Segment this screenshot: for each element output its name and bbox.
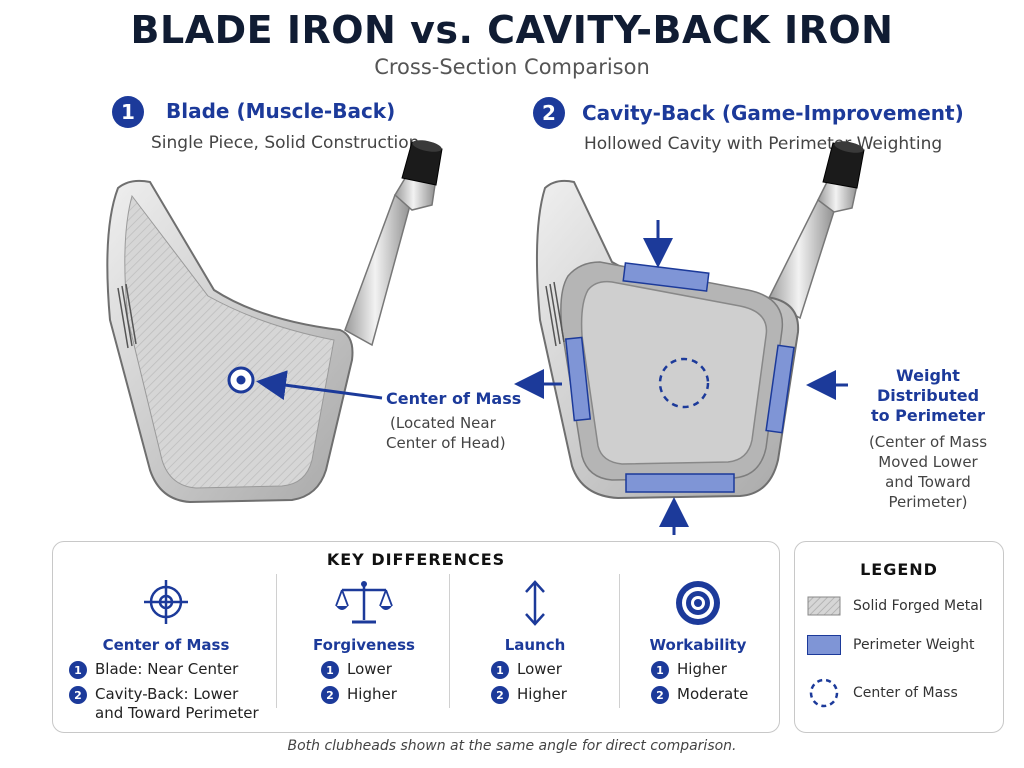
kd-value: Lower xyxy=(517,660,562,678)
kd-heading: Workability xyxy=(649,636,747,654)
kd-badge: 2 xyxy=(321,686,339,704)
kd-value: Blade: Near Center xyxy=(95,660,239,678)
top-perimeter-weight xyxy=(622,262,710,292)
legend-label: Solid Forged Metal xyxy=(853,598,983,614)
kd-value: Moderate xyxy=(677,685,749,703)
kd-badge: 2 xyxy=(651,686,669,704)
dashed-circle-icon xyxy=(809,678,839,708)
kd-badge: 1 xyxy=(491,661,509,679)
crosshair-icon xyxy=(144,580,188,624)
kd-column-launch: Launch 1 Lower 2 Higher xyxy=(453,578,617,704)
cavity-center-of-mass-icon xyxy=(658,357,710,409)
heel-perimeter-weight xyxy=(765,344,795,434)
cavity-callout-title2: to Perimeter xyxy=(870,406,986,425)
column-divider xyxy=(449,574,450,708)
sole-perimeter-weight xyxy=(625,473,735,493)
legend-panel: LEGEND Solid Forged Metal Perimeter Weig… xyxy=(794,541,1004,733)
target-icon xyxy=(676,581,720,625)
kd-value: Lower xyxy=(347,660,392,678)
legend-item-center-of-mass: Center of Mass xyxy=(807,676,958,710)
hatched-swatch-icon xyxy=(807,596,841,616)
page-subtitle: Cross-Section Comparison xyxy=(374,55,650,79)
kd-badge: 1 xyxy=(321,661,339,679)
cavity-callout-line2: Moved Lower xyxy=(878,453,978,471)
kd-heading: Forgiveness xyxy=(313,636,415,654)
blade-callout-title: Center of Mass xyxy=(386,389,522,408)
cavity-title: Cavity-Back (Game-Improvement) xyxy=(582,101,964,125)
scale-icon xyxy=(335,581,393,624)
blade-callout-line1: (Located Near xyxy=(390,414,496,432)
legend-item-perimeter-weight: Perimeter Weight xyxy=(807,635,975,655)
page-title: BLADE IRON vs. CAVITY-BACK IRON xyxy=(130,8,894,52)
kd-value: Cavity-Back: Lower xyxy=(95,685,239,703)
legend-title: LEGEND xyxy=(860,560,938,579)
blade-subtitle: Single Piece, Solid Construction xyxy=(151,133,420,153)
column-divider xyxy=(276,574,277,708)
column-divider xyxy=(619,574,620,708)
kd-value: Higher xyxy=(677,660,727,678)
key-differences-panel: KEY DIFFERENCES Center of Mass 1 Blade: N… xyxy=(52,541,780,733)
kd-value: and Toward Perimeter xyxy=(95,704,259,722)
kd-heading: Center of Mass xyxy=(102,636,230,654)
clubhead-illustration xyxy=(106,140,865,535)
toe-perimeter-weight xyxy=(564,336,592,422)
blue-swatch-icon xyxy=(807,635,841,655)
cavity-callout: Weight Distributed to Perimeter (Center … xyxy=(848,366,1008,512)
kd-column-workability: Workability 1 Higher 2 Moderate xyxy=(623,578,773,704)
blade-callout-line2: Center of Head) xyxy=(386,434,506,452)
up-down-arrow-icon xyxy=(525,580,545,626)
blade-title: Blade (Muscle-Back) xyxy=(166,99,396,123)
cavity-callout-title1: Weight Distributed xyxy=(876,366,980,405)
kd-column-forgiveness: Forgiveness 1 Lower 2 Higher xyxy=(281,578,447,704)
blade-number-badge: 1 xyxy=(112,96,144,128)
kd-badge: 2 xyxy=(491,686,509,704)
caption: Both clubheads shown at the same angle f… xyxy=(287,738,737,754)
cavity-callout-line1: (Center of Mass xyxy=(868,433,988,451)
kd-column-center-of-mass: Center of Mass 1 Blade: Near Center 2 Cavi… xyxy=(61,578,271,723)
kd-value: Higher xyxy=(347,685,397,703)
legend-item-solid-metal: Solid Forged Metal xyxy=(807,596,983,616)
cavity-callout-line3: and Toward Perimeter) xyxy=(885,473,971,511)
kd-heading: Launch xyxy=(504,636,566,654)
kd-badge: 2 xyxy=(69,686,87,704)
legend-label: Center of Mass xyxy=(853,685,958,701)
kd-value: Higher xyxy=(517,685,567,703)
kd-badge: 1 xyxy=(69,661,87,679)
cavity-number-badge: 2 xyxy=(533,97,565,129)
legend-label: Perimeter Weight xyxy=(853,637,975,653)
blade-clubhead xyxy=(106,140,443,504)
kd-badge: 1 xyxy=(651,661,669,679)
cavity-back-clubhead xyxy=(514,141,865,535)
key-differences-title: KEY DIFFERENCES xyxy=(326,550,506,569)
